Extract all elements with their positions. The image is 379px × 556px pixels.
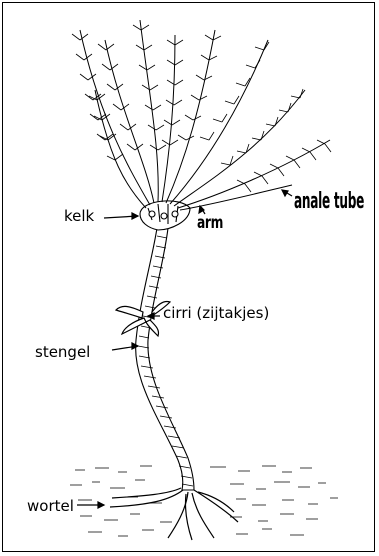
- label-kelk: kelk: [64, 209, 94, 224]
- roots: [110, 488, 238, 540]
- arm-pinnules: [72, 25, 331, 192]
- calyx: [140, 201, 190, 230]
- ground-sediment: [70, 466, 338, 536]
- label-cirri: cirri (zijtakjes): [163, 306, 269, 321]
- arms: [80, 20, 330, 210]
- stem: [136, 228, 194, 490]
- label-anale-tube: anale tube: [294, 191, 364, 213]
- label-arm: arm: [197, 215, 223, 232]
- label-stengel: stengel: [35, 345, 90, 360]
- label-wortel: wortel: [27, 499, 74, 514]
